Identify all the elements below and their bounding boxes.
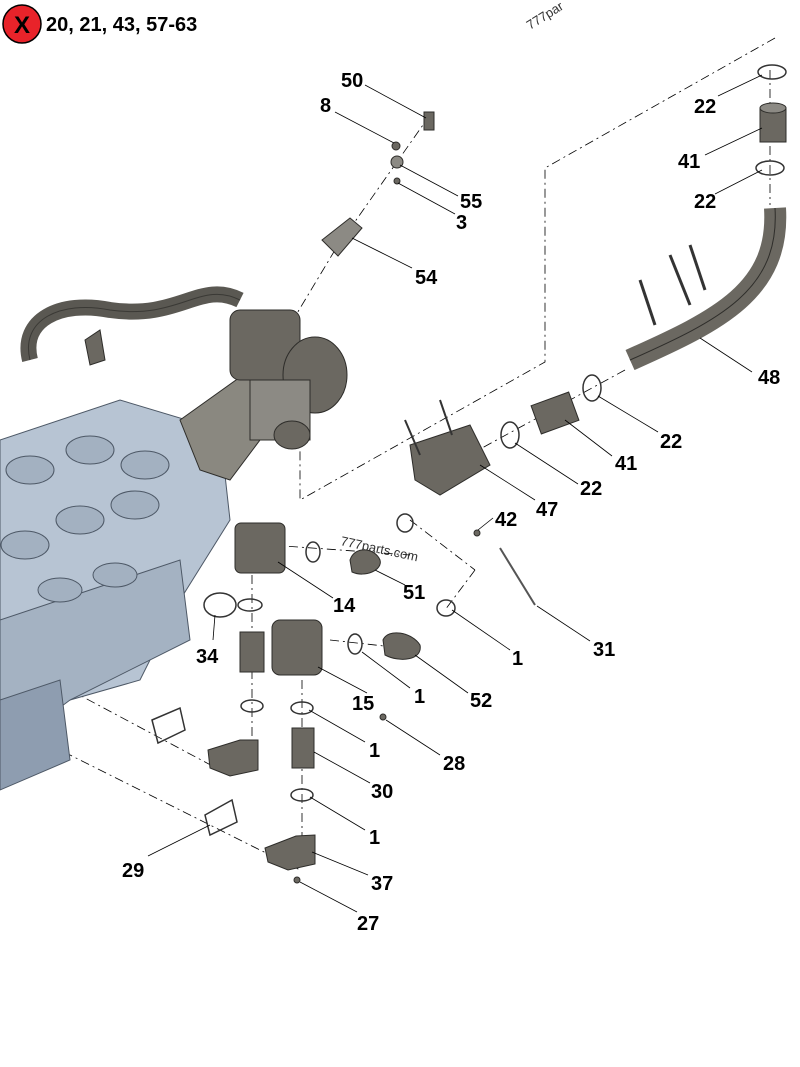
excluded-parts-list: 20, 21, 43, 57-63 — [46, 14, 197, 36]
bracket-54 — [321, 217, 363, 257]
callout-54: 54 — [415, 267, 438, 289]
callout-37: 37 — [371, 873, 393, 895]
callout-52: 52 — [470, 690, 492, 712]
hose-41-mid — [530, 391, 580, 435]
callout-48: 48 — [758, 367, 780, 389]
callout-55: 55 — [460, 191, 482, 213]
callout-1-a: 1 — [512, 648, 523, 670]
callout-30: 30 — [371, 781, 393, 803]
callout-28: 28 — [443, 753, 465, 775]
elbow-52 — [382, 632, 421, 660]
watermark-top: 777par — [524, 0, 567, 33]
callout-41-a: 41 — [678, 151, 700, 173]
callout-1-c: 1 — [369, 740, 380, 762]
sleeve-30 — [291, 727, 315, 769]
turbocharger-assembly — [20, 286, 348, 481]
gasket-29 — [204, 798, 238, 837]
callout-15: 15 — [352, 693, 374, 715]
callout-41-b: 41 — [615, 453, 637, 475]
callout-labels: 50 8 55 3 54 22 41 22 48 22 41 22 47 42 … — [122, 70, 780, 935]
engine-block — [0, 399, 231, 791]
callout-14: 14 — [333, 595, 356, 617]
callout-22-c: 22 — [660, 431, 682, 453]
callout-27: 27 — [357, 913, 379, 935]
gasket-34 — [203, 592, 237, 618]
washer-3 — [393, 177, 401, 185]
callout-47: 47 — [536, 499, 558, 521]
callout-51: 51 — [403, 582, 425, 604]
upper-pipe-run — [625, 64, 787, 371]
callout-8: 8 — [320, 95, 331, 117]
middle-pipe-run — [404, 374, 602, 606]
exclusion-mark: X — [14, 12, 30, 39]
elbow-housing-47 — [409, 424, 491, 496]
rod-31 — [499, 547, 536, 606]
elbow-51 — [349, 549, 381, 575]
assembly-axes — [29, 37, 776, 871]
screw-28 — [379, 713, 387, 721]
exclusion-header: X 20, 21, 43, 57-63 — [2, 4, 197, 44]
hose-41-upper — [759, 107, 787, 143]
callout-1-d: 1 — [369, 827, 380, 849]
bolt-50 — [423, 111, 435, 131]
callout-3: 3 — [456, 212, 467, 234]
callout-22-b: 22 — [694, 191, 716, 213]
leader-lines — [147, 74, 763, 913]
gasket-left — [151, 706, 186, 745]
elbow-37 — [264, 834, 316, 871]
callout-34: 34 — [196, 646, 219, 668]
screw-42 — [473, 529, 481, 537]
sleeve-lower-left — [239, 631, 265, 673]
housing-15 — [271, 619, 323, 676]
clamp-22-lower — [755, 160, 785, 176]
clamp-22-upper — [757, 64, 787, 80]
bottom-assembly — [151, 699, 316, 884]
elbow-left — [207, 739, 259, 777]
callout-22-a: 22 — [694, 96, 716, 118]
clamp-22-mid-upper — [582, 374, 602, 402]
callout-29: 29 — [122, 860, 144, 882]
washer-8 — [391, 141, 401, 151]
clamp-22-mid-lower — [500, 421, 520, 449]
lower-assembly — [203, 513, 456, 721]
callout-22-d: 22 — [580, 478, 602, 500]
callout-42: 42 — [495, 509, 517, 531]
nut-55 — [390, 155, 404, 169]
housing-14 — [234, 522, 286, 574]
callout-31: 31 — [593, 639, 615, 661]
exclusion-badge-icon — [2, 4, 42, 44]
bracket-stack — [321, 111, 435, 257]
callout-1-b: 1 — [414, 686, 425, 708]
screw-27 — [293, 876, 301, 884]
callout-50: 50 — [341, 70, 363, 92]
